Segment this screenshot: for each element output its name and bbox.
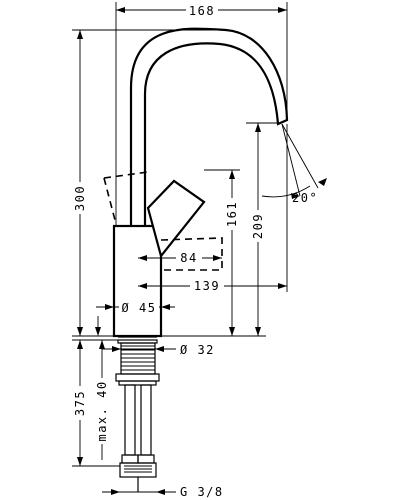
dim-209-label: 209	[251, 213, 265, 239]
dim-handle-height: 161	[204, 169, 240, 336]
dim-g38-label: G 3/8	[180, 485, 224, 499]
dim-handle-swing: 84	[138, 250, 222, 265]
dim-spout-reach: 139	[138, 124, 288, 293]
dim-spout-angle: 20°	[261, 123, 327, 205]
dim-o32-label: Ø 32	[180, 343, 215, 357]
dim-84-label: 84	[180, 251, 197, 265]
dim-total-length: 375	[72, 339, 120, 467]
mounting-hardware	[115, 336, 160, 492]
dim-168-label: 168	[189, 4, 215, 18]
dim-300-label: 300	[73, 185, 87, 211]
dim-spout-outlet: 209	[161, 122, 278, 337]
dim-139-label: 139	[194, 279, 220, 293]
dim-161-label: 161	[225, 201, 239, 227]
dim-body-diameter: Ø 45	[96, 300, 175, 315]
dim-375-label: 375	[73, 390, 87, 416]
dim-connection-thread: G 3/8	[102, 485, 224, 499]
dim-height-spout: 300	[72, 29, 226, 337]
dim-width-total: 168	[115, 2, 288, 226]
dim-max40-label: max. 40	[95, 380, 109, 441]
dim-o45-label: Ø 45	[122, 301, 157, 315]
dim-base-offset	[95, 316, 101, 336]
dim-hole-diameter: Ø 32	[102, 343, 215, 357]
dim-max-thickness: max. 40	[95, 340, 109, 460]
dim-20deg-label: 20°	[292, 191, 318, 205]
faucet-outline	[103, 27, 289, 338]
